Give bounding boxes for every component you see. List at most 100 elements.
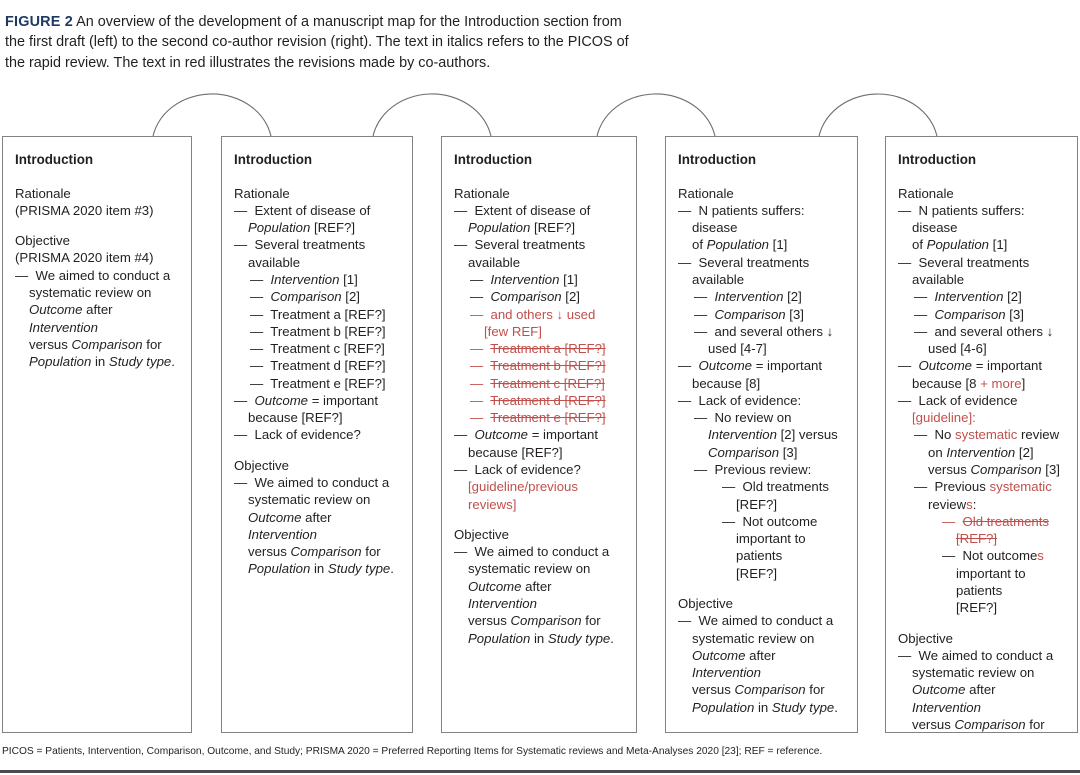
map-line: (PRISMA 2020 item #3)	[15, 202, 179, 219]
text-run: — N patients suffers: disease	[678, 202, 809, 236]
map-line: because [REF?]	[234, 409, 400, 426]
map-line: — and several others ↓	[678, 323, 845, 340]
map-line: — Intervention [1]	[454, 271, 624, 288]
map-line: — Outcome = important	[678, 357, 845, 374]
revision-text: + more	[980, 375, 1022, 391]
text-run: in	[310, 561, 328, 577]
map-line: (PRISMA 2020 item #4)	[15, 249, 179, 266]
text-run: versus	[29, 336, 72, 352]
text-run: Rationale	[454, 185, 510, 201]
text-run: —	[234, 392, 255, 408]
text-run: of	[692, 237, 707, 253]
map-line: Outcome after Intervention	[234, 509, 400, 544]
picos-term: Comparison	[970, 462, 1042, 478]
text-run: — Lack of evidence	[898, 392, 1018, 408]
text-run: — Not outcome	[942, 548, 1038, 564]
map-line: — Treatment a [REF?]	[234, 306, 400, 323]
map-line: because [REF?]	[454, 444, 624, 461]
picos-term: Intervention	[708, 427, 777, 443]
text-run: (PRISMA 2020 item #4)	[15, 250, 154, 266]
text-run: — We aimed to conduct a	[454, 544, 610, 560]
text-run: available	[248, 254, 301, 270]
text-run: — Treatment d [REF?]	[250, 358, 386, 374]
column-title: Introduction	[454, 152, 533, 167]
map-line: reviews]	[454, 496, 624, 513]
picos-term: Intervention	[468, 596, 537, 612]
text-run: systematic review on	[912, 665, 1035, 681]
abbreviations-footnote: PICOS = Patients, Intervention, Comparis…	[2, 746, 823, 757]
text-run: [2]	[783, 289, 802, 305]
revision-flow-arrows	[151, 93, 1080, 149]
text-run: [2] versus	[776, 427, 838, 443]
revision-text: [guideline]:	[912, 410, 976, 426]
map-line: — Treatment b [REF?]	[234, 323, 400, 340]
picos-term: Comparison	[490, 289, 562, 305]
text-run: versus	[912, 716, 955, 732]
text-run: — Extent of disease of	[454, 202, 591, 218]
map-line: — Several treatments	[454, 236, 624, 253]
map-line: Outcome after Intervention	[15, 301, 179, 336]
text-run: in	[91, 354, 109, 370]
text-run: important to patients	[956, 565, 1030, 599]
map-line: Rationale	[454, 185, 624, 202]
picos-term: Population	[706, 237, 769, 253]
map-line: [REF?]	[678, 565, 845, 582]
revision-text: — and others ↓ used	[470, 306, 596, 322]
map-line: — Not outcome	[678, 513, 845, 530]
map-line: — Treatment c [REF?]	[234, 340, 400, 357]
text-run: — Previous review:	[694, 462, 812, 478]
text-run: systematic review on	[29, 284, 152, 300]
revision-text: —	[470, 341, 491, 357]
text-run: used [4-7]	[708, 341, 767, 357]
map-line: Population in Study type.	[15, 353, 179, 370]
text-run: [1]	[339, 271, 358, 287]
text-run: Rationale	[678, 185, 734, 201]
text-run: [3]	[779, 444, 798, 460]
text-run: —	[454, 427, 475, 443]
map-line: Rationale	[15, 185, 179, 202]
revision-text: [guideline/previous	[468, 479, 578, 495]
map-line: — Treatment d [REF?]	[234, 357, 400, 374]
picos-term: Outcome	[692, 647, 746, 663]
map-line: — N patients suffers: disease	[678, 202, 845, 237]
map-line: Population in Study type.	[454, 630, 624, 647]
text-run: review	[928, 496, 967, 512]
text-run: [REF?]	[530, 220, 576, 236]
bottom-rule-divider	[0, 770, 1080, 773]
picos-term: Intervention	[270, 271, 340, 287]
map-line: — No systematic review	[898, 426, 1065, 443]
map-line: available	[234, 254, 400, 271]
map-line: Rationale	[678, 185, 845, 202]
paragraph-gap	[15, 219, 179, 232]
map-line: — Several treatments	[898, 254, 1065, 271]
picos-term: Outcome	[912, 682, 966, 698]
picos-term: Intervention	[248, 526, 317, 542]
map-line: reviews:	[898, 496, 1065, 513]
text-run: because [REF?]	[248, 410, 343, 426]
map-line: Outcome after Intervention	[898, 681, 1065, 716]
map-line: — Outcome = important	[234, 392, 400, 409]
revision-text: s	[1037, 548, 1044, 564]
map-line: — and others ↓ used	[454, 306, 624, 323]
map-line: — We aimed to conduct a	[898, 647, 1065, 664]
text-run: — Lack of evidence?	[234, 427, 361, 443]
picos-term: Intervention	[29, 319, 98, 335]
text-run: after	[965, 682, 1000, 698]
text-run: after	[82, 302, 117, 318]
map-line: — We aimed to conduct a	[678, 612, 845, 629]
picos-term: Population	[468, 220, 531, 236]
paragraph-gap	[454, 513, 624, 526]
manuscript-map-column-first-coauthor-revision: Introduction Rationale— N patients suffe…	[665, 136, 858, 733]
map-line: — We aimed to conduct a	[15, 267, 179, 284]
text-run: — and several others ↓	[914, 323, 1054, 339]
picos-term: Intervention	[714, 289, 784, 305]
map-line: Rationale	[234, 185, 400, 202]
text-run: —	[914, 306, 935, 322]
picos-term: Intervention	[946, 444, 1016, 460]
map-line: systematic review on	[234, 491, 400, 508]
text-run: .	[834, 699, 838, 715]
map-line: — Previous review:	[678, 461, 845, 478]
revision-text: —	[470, 358, 491, 374]
picos-term: Comparison	[510, 613, 582, 629]
revision-text: —	[942, 513, 963, 529]
